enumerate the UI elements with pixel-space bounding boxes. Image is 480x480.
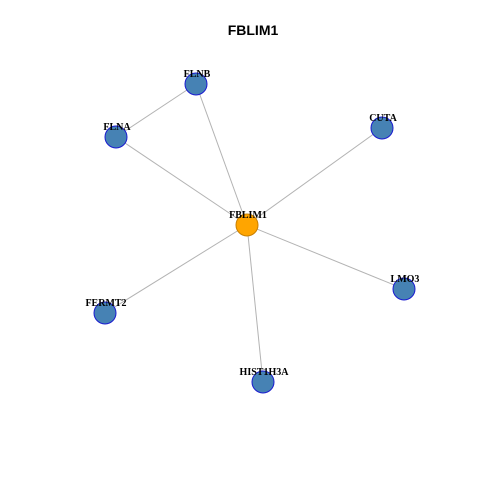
edge-fblim1-fermt2 xyxy=(104,224,248,314)
node-label-fblim1: FBLIM1 xyxy=(229,210,267,221)
node-hist1h3a: HIST1H3A xyxy=(240,367,290,394)
node-circle-flnb xyxy=(184,72,208,96)
node-circle-lmo3 xyxy=(392,277,416,301)
graph-title: FBLIM1 xyxy=(228,22,279,38)
edge-fblim1-flna xyxy=(115,136,248,226)
edge-fblim1-hist1h3a xyxy=(246,224,264,383)
edge-layer xyxy=(104,83,405,383)
node-circle-fermt2 xyxy=(93,301,117,325)
edge-fblim1-cuta xyxy=(246,127,383,226)
node-cuta: CUTA xyxy=(369,113,398,140)
node-label-cuta: CUTA xyxy=(369,113,397,124)
edge-flnb-flna xyxy=(115,83,197,138)
edge-fblim1-lmo3 xyxy=(246,224,405,290)
node-label-flnb: FLNB xyxy=(184,69,211,80)
node-label-flna: FLNA xyxy=(103,122,131,133)
node-circle-hist1h3a xyxy=(251,370,275,394)
node-circle-flna xyxy=(104,125,128,149)
edge-fblim1-flnb xyxy=(195,83,248,226)
node-fblim1: FBLIM1 xyxy=(229,210,267,237)
node-circle-cuta xyxy=(370,116,394,140)
node-circle-fblim1 xyxy=(235,213,259,237)
node-label-lmo3: LMO3 xyxy=(391,274,420,285)
node-flnb: FLNB xyxy=(184,69,211,96)
node-fermt2: FERMT2 xyxy=(85,298,127,325)
node-flna: FLNA xyxy=(103,122,131,149)
node-label-fermt2: FERMT2 xyxy=(85,298,126,309)
node-label-hist1h3a: HIST1H3A xyxy=(240,367,290,378)
node-lmo3: LMO3 xyxy=(391,274,420,301)
